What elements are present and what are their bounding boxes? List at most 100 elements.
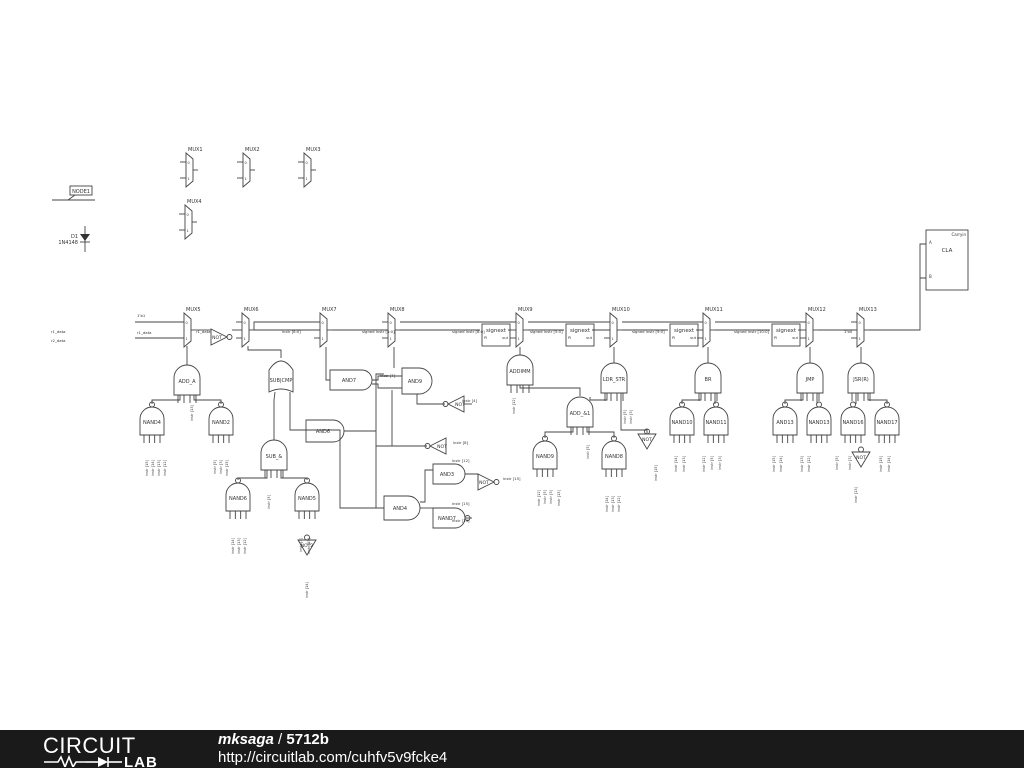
gate-nand9[interactable]: NAND9: [532, 435, 558, 477]
gate-and13[interactable]: AND13: [772, 401, 798, 443]
signext-label: signext: [486, 328, 507, 334]
node-node1[interactable]: NODE1: [52, 185, 95, 201]
diode-part: 1N4148: [58, 240, 78, 246]
gate-nand6[interactable]: NAND6: [225, 477, 251, 519]
gate-jsrr[interactable]: JSR(R): [847, 362, 875, 401]
gate-nand8[interactable]: NAND8: [601, 435, 627, 477]
instr-bit-label: instr [14]: [887, 455, 891, 472]
wire: [372, 383, 402, 389]
wire-label: signed instr [10:0]: [734, 329, 770, 334]
gate-nand13[interactable]: NAND13: [806, 401, 832, 443]
inverter-not_c[interactable]: NOT: [424, 437, 447, 455]
wire: [465, 473, 479, 482]
signext-label: signext: [674, 328, 695, 334]
wire-label: instr [8:0]: [282, 329, 301, 334]
wire-label: 1'b0: [844, 329, 853, 334]
gate-and9[interactable]: AND9: [401, 367, 433, 395]
gate-sub_and[interactable]: SUB_&: [260, 439, 288, 478]
mux-pin: 1: [245, 177, 247, 181]
gate-nand5[interactable]: NAND5: [294, 477, 320, 519]
gate-jmp[interactable]: JMP: [796, 362, 824, 401]
instr-bit-label: instr [12]: [163, 459, 167, 476]
mux-pin: 0: [186, 321, 188, 325]
circuitlab-logo[interactable]: CIRCUIT LAB: [42, 733, 177, 767]
wire-label: signed instr [8:0]: [452, 329, 485, 334]
gate-and6[interactable]: AND6: [305, 419, 345, 443]
wire-label: instr [7]: [380, 373, 396, 378]
instr-bit-label: instr [5]: [213, 459, 217, 474]
inverter-not_a[interactable]: NOT: [210, 328, 233, 346]
instr-bit-label: instr [3]: [219, 459, 223, 474]
gate-label: NAND6: [229, 496, 247, 502]
gate-and7[interactable]: AND7: [329, 369, 373, 391]
mux-label: MUX10: [612, 307, 630, 313]
gate-and3[interactable]: AND3: [432, 463, 466, 485]
user-link[interactable]: mksaga: [218, 731, 274, 748]
mux-label: MUX2: [245, 147, 260, 153]
wire: [193, 395, 222, 404]
wire: [784, 393, 804, 404]
wire: [519, 385, 581, 396]
gate-nand10[interactable]: NAND10: [669, 401, 695, 443]
gate-subcmp[interactable]: SUB|CMP: [268, 360, 294, 393]
inverter-not_f[interactable]: NOT: [851, 446, 871, 468]
gate-nand2[interactable]: NAND2: [208, 401, 234, 443]
instr-bit-label: instr [3]: [848, 455, 852, 470]
wire: [280, 470, 308, 480]
mux-pin: 1: [705, 337, 707, 341]
gate-nand17[interactable]: NAND17: [874, 401, 900, 443]
schematic-canvas: MUX101MUX201MUX301MUX401NODE1D11N4148CLA…: [51, 147, 969, 598]
wire-label: r1_data: [196, 329, 210, 334]
wire: [375, 373, 384, 431]
instr-bit-label: instr [5]: [623, 409, 627, 424]
wire: [344, 430, 427, 447]
instr-bit-label: instr [14]: [605, 495, 609, 512]
gate-add_a[interactable]: ADD_A: [173, 364, 201, 403]
gate-and4[interactable]: AND4: [383, 495, 421, 521]
gate-nand11[interactable]: NAND11: [703, 401, 729, 443]
instr-bit-label: instr [5]: [710, 455, 714, 470]
instr-bit-label: instr [14]: [779, 455, 783, 472]
wire-label: 1'b1: [137, 313, 146, 318]
schematic-url[interactable]: http://circuitlab.com/cuhfv5v9fcke4: [218, 749, 448, 766]
wire-label: signed instr [5:0]: [530, 329, 563, 334]
inverter-not_e[interactable]: NOT: [637, 428, 657, 450]
inverter-not_d[interactable]: NOT: [477, 473, 500, 491]
schematic-id: 5712b: [286, 731, 329, 748]
gate-ldr_str[interactable]: LDR_STR: [600, 362, 628, 401]
gate-nand4[interactable]: NAND4: [139, 401, 165, 443]
mux-pin: 1: [612, 337, 614, 341]
wire: [681, 393, 702, 404]
gate-label: NAND5: [298, 496, 316, 502]
wire-label: r1_data: [137, 330, 151, 335]
mux-label: MUX8: [390, 307, 405, 313]
gate-nand16[interactable]: NAND16: [840, 401, 866, 443]
instr-bit-label: instr [5]: [267, 494, 271, 509]
inverter-not2[interactable]: NOT2: [297, 534, 317, 556]
instr-bit-label: instr [15]: [225, 459, 229, 476]
wire-label: instr [8]: [453, 440, 469, 445]
gate-add_and1[interactable]: ADD_&1: [566, 396, 594, 435]
gate-addimm[interactable]: ADDIMM: [506, 354, 534, 393]
mux-label: MUX3: [306, 147, 321, 153]
gate-br[interactable]: BR: [694, 362, 722, 401]
